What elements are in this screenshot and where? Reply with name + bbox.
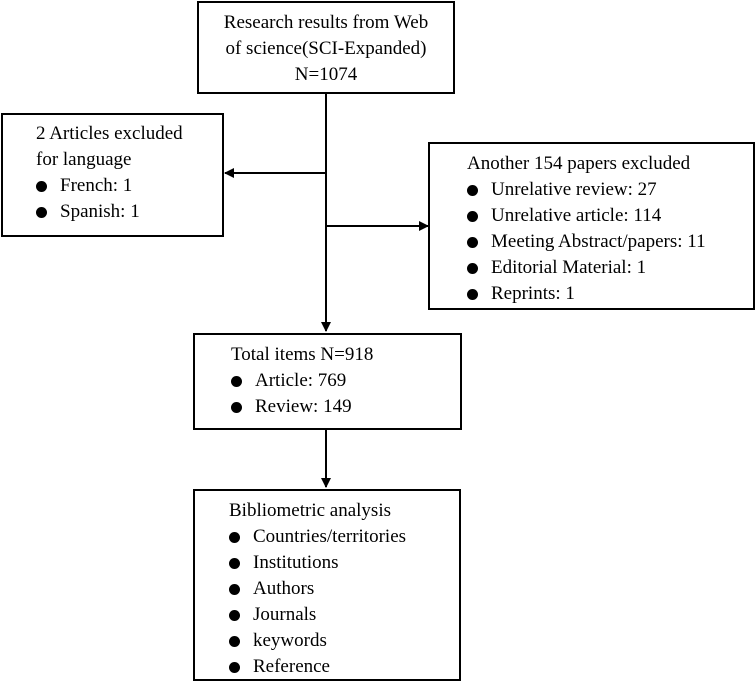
list-item-label: Article: 769 bbox=[255, 370, 347, 391]
paper-exclusion-heading: Another 154 papers excluded bbox=[467, 153, 691, 174]
total-items-box: Total items N=918 Article: 769 Review: 1… bbox=[193, 333, 462, 430]
bullet-icon bbox=[229, 609, 240, 621]
bullet-icon bbox=[36, 206, 47, 218]
bullet-icon bbox=[229, 661, 240, 673]
bullet-icon bbox=[231, 375, 242, 387]
list-item-label: Spanish: 1 bbox=[60, 201, 140, 222]
list-item: Authors bbox=[229, 576, 459, 602]
list-item-label: Meeting Abstract/papers: 11 bbox=[491, 231, 706, 252]
analysis-heading: Bibliometric analysis bbox=[229, 500, 392, 521]
language-exclusion-heading: for language bbox=[36, 149, 132, 170]
list-item: Unrelative article: 114 bbox=[467, 203, 753, 229]
list-item: Spanish: 1 bbox=[36, 199, 222, 225]
bullet-icon bbox=[229, 583, 240, 595]
list-item-label: Editorial Material: 1 bbox=[491, 257, 647, 278]
search-count: N=1074 bbox=[294, 64, 358, 85]
list-item-label: Review: 149 bbox=[255, 396, 352, 417]
list-item: French: 1 bbox=[36, 173, 222, 199]
bullet-icon bbox=[467, 210, 478, 222]
list-item: Countries/territories bbox=[229, 524, 459, 550]
list-item-label: Reprints: 1 bbox=[491, 283, 575, 304]
bullet-icon bbox=[229, 531, 240, 543]
bullet-icon bbox=[231, 401, 242, 413]
list-item-label: Institutions bbox=[253, 552, 339, 573]
list-item: Institutions bbox=[229, 550, 459, 576]
bibliometric-analysis-box: Bibliometric analysis Countries/territor… bbox=[193, 489, 461, 681]
list-item: Meeting Abstract/papers: 11 bbox=[467, 229, 753, 255]
search-results-box: Research results from Web of science(SCI… bbox=[197, 1, 455, 94]
bullet-icon bbox=[467, 236, 478, 248]
list-item-label: keywords bbox=[253, 630, 327, 651]
list-item: Editorial Material: 1 bbox=[467, 255, 753, 281]
search-line: of science(SCI-Expanded) bbox=[225, 38, 427, 59]
list-item: Unrelative review: 27 bbox=[467, 177, 753, 203]
list-item-label: Unrelative article: 114 bbox=[491, 205, 662, 226]
search-line: Research results from Web bbox=[223, 12, 429, 33]
bullet-icon bbox=[467, 184, 478, 196]
list-item-label: Unrelative review: 27 bbox=[491, 179, 657, 200]
bullet-icon bbox=[467, 288, 478, 300]
total-items-heading: Total items N=918 bbox=[231, 344, 374, 365]
list-item: Review: 149 bbox=[231, 394, 460, 420]
list-item: keywords bbox=[229, 628, 459, 654]
list-item-label: French: 1 bbox=[60, 175, 133, 196]
list-item: Article: 769 bbox=[231, 368, 460, 394]
list-item-label: Authors bbox=[253, 578, 315, 599]
bullet-icon bbox=[467, 262, 478, 274]
paper-exclusion-box: Another 154 papers excluded Unrelative r… bbox=[428, 142, 755, 310]
list-item: Reference bbox=[229, 654, 459, 680]
list-item-label: Countries/territories bbox=[253, 526, 407, 547]
bullet-icon bbox=[229, 635, 240, 647]
list-item-label: Reference bbox=[253, 656, 330, 677]
bullet-icon bbox=[229, 557, 240, 569]
language-exclusion-box: 2 Articles excluded for language French:… bbox=[1, 113, 224, 237]
list-item: Reprints: 1 bbox=[467, 281, 753, 307]
list-item: Journals bbox=[229, 602, 459, 628]
list-item-label: Journals bbox=[253, 604, 317, 625]
language-exclusion-heading: 2 Articles excluded bbox=[36, 123, 183, 144]
bullet-icon bbox=[36, 180, 47, 192]
